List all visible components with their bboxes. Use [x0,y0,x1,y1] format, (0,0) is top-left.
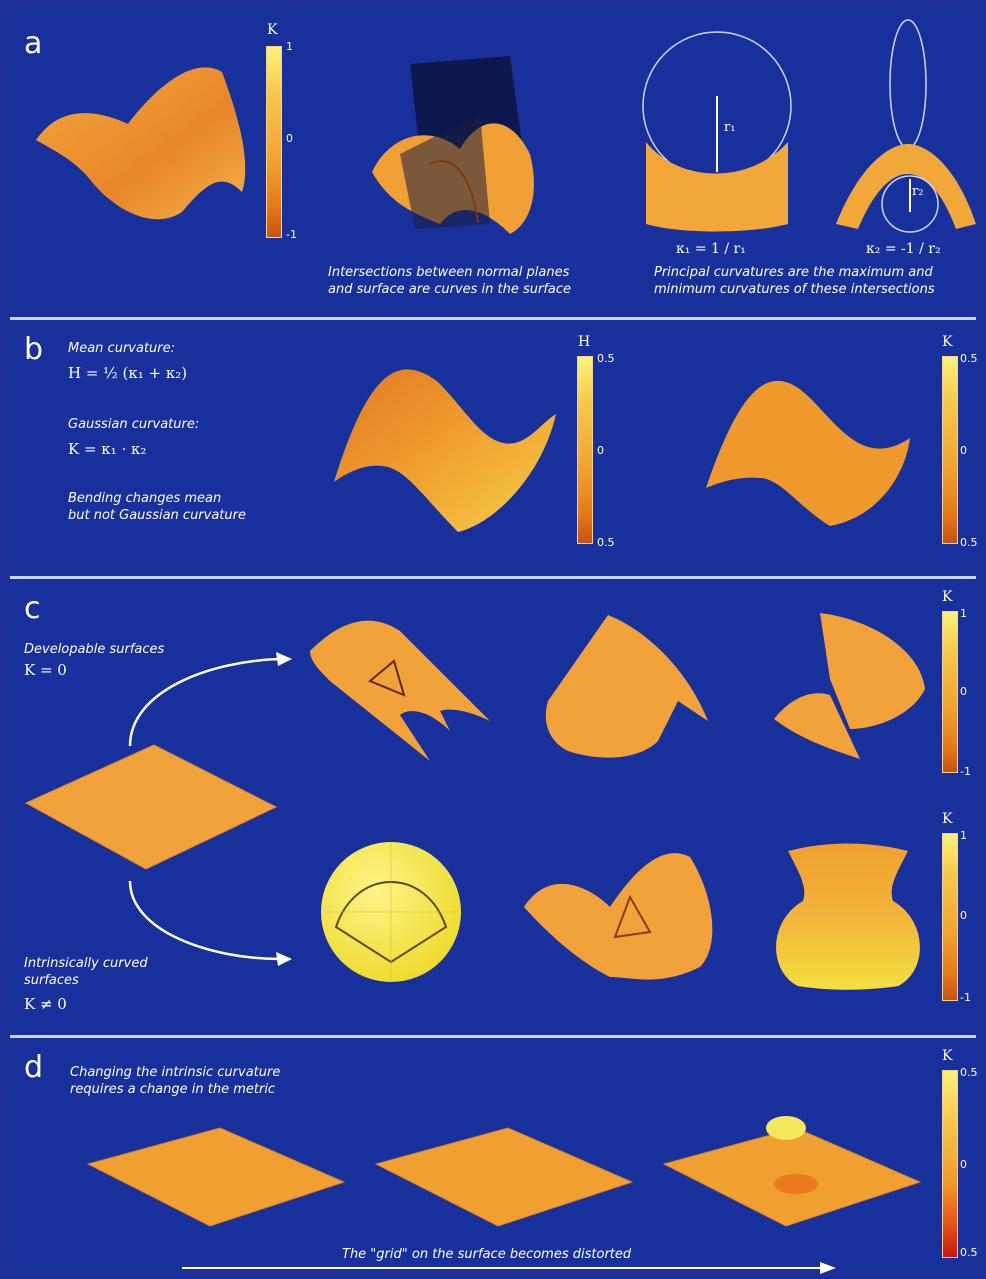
arrow-to-curved [120,871,300,971]
gaussian-curvature-title: Gaussian curvature: [68,416,199,433]
bent-surface-1 [328,352,568,532]
colorbar-k-b-bottom: 0.5 [960,536,978,549]
colorbar-h-bottom: 0.5 [597,536,615,549]
colorbar-k-b-mid: 0 [960,444,967,457]
colorbar-a-mid: 0 [286,132,293,145]
curved-formula: K ≠ 0 [24,995,67,1013]
panel-a: a K 1 0 -1 r₁ κ₁ = 1 / r₁ r₂ κ₂ = -1 / r… [10,8,976,314]
caption-normal-planes: Intersections between normal planes and … [328,264,628,298]
colorbar-c-top-bottom: -1 [960,765,971,778]
colorbar-d-bottom: 0.5 [960,1246,978,1259]
developable-formula: K = 0 [24,661,67,679]
saddle-curved-surface [520,837,720,987]
colorbar-a-bottom: -1 [286,228,297,241]
bent-surface-2 [700,358,930,528]
colorbar-c-bottom-mid: 0 [960,909,967,922]
bumped-grid [658,1114,928,1234]
kappa2-label: κ₂ = -1 / r₂ [866,241,941,257]
distortion-arrow [180,1262,840,1274]
mean-curvature-formula: H = ½ (κ₁ + κ₂) [68,364,187,382]
colorbar-a-label: K [267,22,277,38]
colorbar-d-mid: 0 [960,1158,967,1171]
panel-c: c Developable surfaces K = 0 Intrinsical… [10,581,976,1033]
colorbar-c-top-mid: 0 [960,685,967,698]
colorbar-c-bottom [942,833,958,1001]
sphere-surface [316,837,466,987]
panel-letter-d: d [24,1050,43,1085]
arrow-to-developable [120,651,300,751]
divider-cd [10,1035,976,1038]
panel-letter-c: c [24,591,41,626]
cylinder-surface [300,611,500,761]
colorbar-a [266,46,282,238]
tangent-developable-surface [770,609,940,779]
colorbar-c-top-label: K [942,589,952,605]
colorbar-h-mid: 0 [597,444,604,457]
colorbar-c-bottom-bottom: -1 [960,991,971,1004]
colorbar-k-b [942,356,958,544]
divider-bc [10,576,976,579]
colorbar-d-top: 0.5 [960,1066,978,1079]
normal-planes-figure [360,54,550,234]
colorbar-h [577,356,593,544]
bending-note: Bending changes mean but not Gaussian cu… [68,490,308,524]
colorbar-h-label: H [578,334,590,350]
colorbar-k-b-top: 0.5 [960,352,978,365]
colorbar-h-top: 0.5 [597,352,615,365]
gaussian-curvature-formula: K = κ₁ · κ₂ [68,440,146,458]
panel-d: d Changing the intrinsic curvature requi… [10,1040,976,1272]
r1-label: r₁ [724,120,735,135]
cone-surface [538,611,718,771]
colorbar-a-top: 1 [286,40,293,53]
principal-curvature-circle-1 [640,34,800,244]
colorbar-c-bottom-top: 1 [960,829,967,842]
colorbar-c-top [942,611,958,773]
flat-grid-2 [370,1124,640,1234]
vase-surface [768,831,928,991]
colorbar-k-b-label: K [942,334,952,350]
flat-sheet [20,741,280,881]
colorbar-d-label: K [942,1048,952,1064]
panel-letter-b: b [24,332,43,367]
saddle-surface [32,52,262,232]
flat-grid-1 [82,1124,352,1234]
caption-principal-curvatures: Principal curvatures are the maximum and… [654,264,984,298]
distortion-caption: The "grid" on the surface becomes distor… [342,1246,631,1263]
mean-curvature-title: Mean curvature: [68,340,175,357]
principal-curvature-circle-2 [830,14,980,244]
colorbar-c-top-top: 1 [960,607,967,620]
colorbar-c-bottom-label: K [942,811,952,827]
colorbar-d [942,1070,958,1258]
panel-b: b Mean curvature: H = ½ (κ₁ + κ₂) Gaussi… [10,322,976,574]
metric-caption: Changing the intrinsic curvature require… [70,1064,390,1098]
divider-ab [10,317,976,320]
r2-label: r₂ [912,184,923,199]
kappa1-label: κ₁ = 1 / r₁ [676,241,746,257]
